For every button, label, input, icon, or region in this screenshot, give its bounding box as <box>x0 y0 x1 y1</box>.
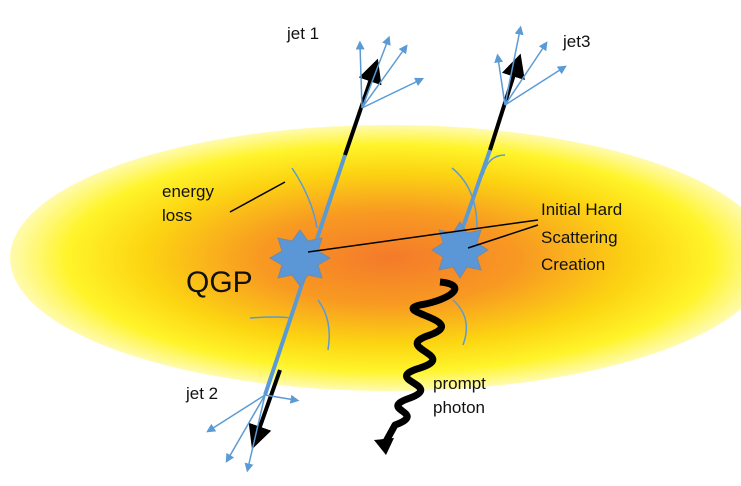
photon-label-line1: prompt <box>433 374 486 393</box>
photon-label-line2: photon <box>433 398 485 417</box>
scattering-label-line3: Creation <box>541 255 606 274</box>
energy-loss-label-line2: loss <box>162 206 193 225</box>
scattering-label-line1: Initial Hard <box>541 200 623 219</box>
jet-fragments <box>206 25 567 473</box>
qgp-label: QGP <box>186 266 253 299</box>
leading-partons <box>248 53 525 450</box>
scattering-star-icon <box>269 229 331 287</box>
qgp-medium <box>10 125 741 391</box>
scattering-label-line2: Scattering <box>541 228 618 247</box>
photon-arrowhead-icon <box>374 438 394 455</box>
jet2-label: jet 2 <box>186 384 219 403</box>
energy-loss-label-line1: energy <box>162 182 214 201</box>
gluon-radiation <box>249 154 506 351</box>
prompt-photon-wave <box>380 278 459 447</box>
scattering-star-icon <box>431 221 489 279</box>
label-pointers <box>229 181 539 253</box>
jet1-label: jet 1 <box>287 24 320 43</box>
jet3-label: jet3 <box>563 32 591 51</box>
